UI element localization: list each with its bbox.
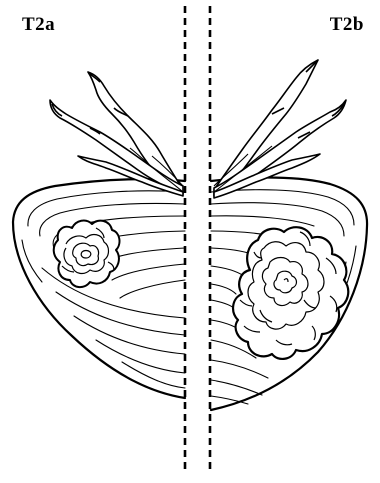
panel-label-t2b: T2b <box>330 14 364 36</box>
seminal-vesicle-left <box>50 72 183 196</box>
dashed-divider-line-icon <box>185 6 210 472</box>
left-gland-half <box>13 179 185 398</box>
tumor-nodule-right <box>233 227 348 359</box>
panel-label-t2a: T2a <box>22 14 55 36</box>
